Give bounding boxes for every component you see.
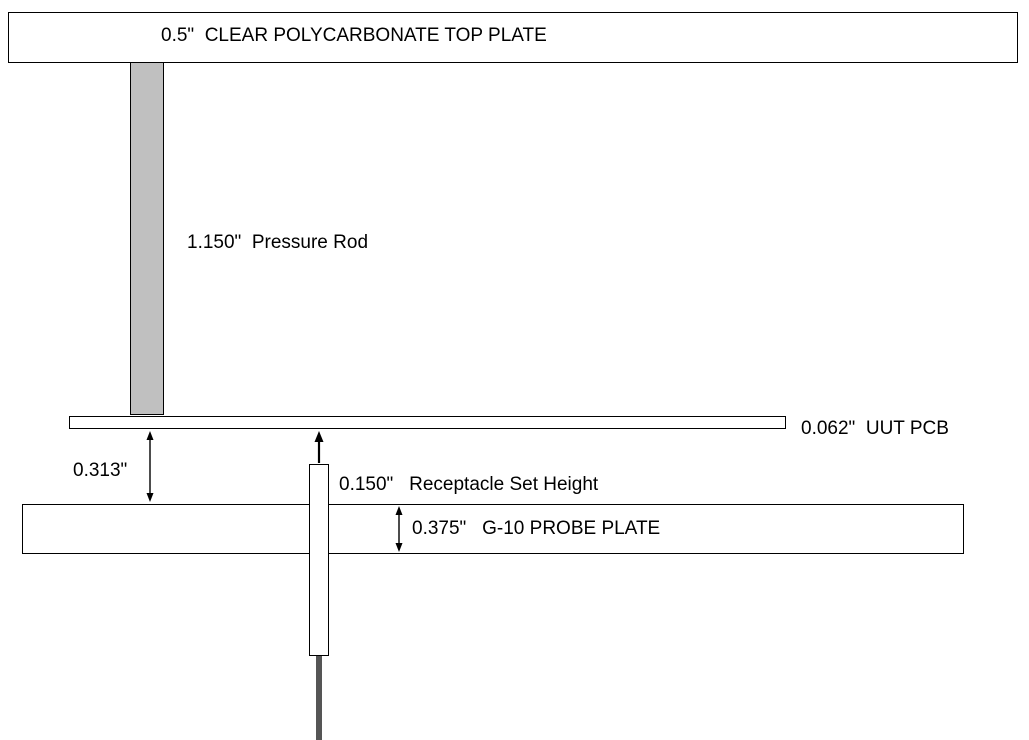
pressure-rod bbox=[130, 62, 164, 415]
uut-pcb bbox=[69, 416, 786, 429]
probe-plate bbox=[22, 504, 964, 554]
uut-pcb-label: 0.062" UUT PCB bbox=[801, 418, 949, 439]
pressure-rod-label: 1.150" Pressure Rod bbox=[187, 232, 369, 253]
receptacle bbox=[309, 464, 329, 656]
receptacle-label: 0.150" Receptacle Set Height bbox=[339, 474, 599, 495]
probe-plate-label: 0.375" G-10 PROBE PLATE bbox=[412, 518, 661, 539]
probe-wire bbox=[316, 656, 322, 740]
top-plate bbox=[8, 12, 1018, 63]
gap-dimension-arrow bbox=[146, 431, 154, 502]
top-plate-label: 0.5" CLEAR POLYCARBONATE TOP PLATE bbox=[161, 25, 547, 46]
receptacle-height-arrow bbox=[314, 431, 324, 463]
gap-dimension-label: 0.313" bbox=[73, 460, 128, 481]
